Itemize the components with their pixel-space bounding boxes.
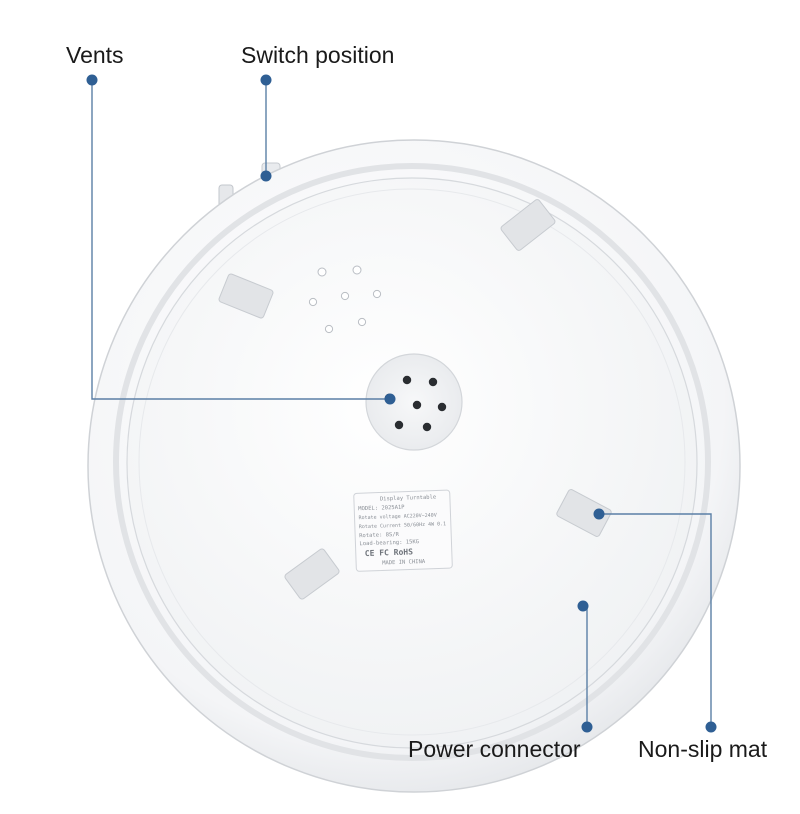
pad-bottom-left bbox=[284, 548, 340, 600]
vent-holes-upper bbox=[308, 265, 382, 334]
nameplate-voltage: Rotate voltage AC220V~240V bbox=[358, 512, 437, 522]
callout-vents: Vents bbox=[66, 42, 124, 68]
vent-grille bbox=[365, 353, 463, 451]
dot-switch-top bbox=[260, 74, 272, 86]
nameplate-model: MODEL: 2025A1P bbox=[358, 504, 405, 513]
nameplate-marks: CE FC RoHS bbox=[364, 547, 414, 559]
dot-vents-target bbox=[384, 393, 396, 405]
dot-vents-top bbox=[86, 74, 98, 86]
nameplate-current: Rotate Current 50/60Hz 4W 0.1 bbox=[358, 521, 447, 531]
callout-switch-position: Switch position bbox=[241, 42, 395, 68]
nameplate bbox=[353, 489, 453, 572]
callout-dots bbox=[86, 74, 717, 733]
dot-mat-bottom bbox=[705, 721, 717, 733]
dot-power-target bbox=[577, 600, 589, 612]
dot-power-bottom bbox=[581, 721, 593, 733]
pad-top-right bbox=[500, 199, 556, 251]
turntable-inner-ring bbox=[126, 177, 698, 749]
dot-mat-target bbox=[593, 508, 605, 520]
leader-vents bbox=[91, 80, 390, 400]
pad-right bbox=[556, 489, 612, 537]
callout-power-connector: Power connector bbox=[408, 736, 581, 762]
dot-switch-target bbox=[260, 170, 272, 182]
callout-non-slip-mat: Non-slip mat bbox=[638, 736, 768, 762]
turntable-groove bbox=[113, 163, 711, 761]
leader-mat bbox=[599, 513, 712, 727]
non-slip-pads bbox=[218, 199, 612, 600]
pad-left bbox=[218, 273, 274, 319]
nameplate-origin: MADE IN CHINA bbox=[382, 558, 426, 567]
turntable-inner-edge bbox=[138, 188, 686, 736]
nameplate-title: Display Turntable bbox=[379, 494, 437, 503]
nameplate-rotate: Rotate: 8S/R bbox=[359, 531, 400, 540]
